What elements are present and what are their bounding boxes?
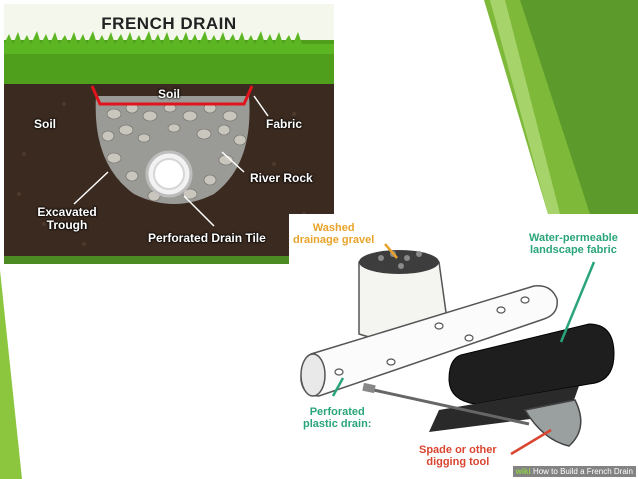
- label-digging-tool: Spade or other digging tool: [419, 444, 497, 468]
- label-perforated-drain: Perforated plastic drain:: [303, 406, 371, 430]
- supplies-illustration: Washed drainage gravel Water-permeable l…: [289, 214, 638, 479]
- pipe-end: [301, 354, 325, 396]
- left-green-wedge: [0, 270, 22, 479]
- diagram-title: FRENCH DRAIN: [4, 14, 334, 34]
- label-trough-line1: Excavated: [37, 205, 96, 219]
- label-excavated-trough: Excavated Trough: [34, 206, 100, 232]
- label-river-rock: River Rock: [250, 172, 313, 185]
- label-drain-tile: Perforated Drain Tile: [148, 232, 266, 245]
- label-gravel-line1: Washed: [313, 222, 355, 234]
- label-drain-line1: Perforated: [310, 406, 365, 418]
- label-gravel-line2: drainage gravel: [293, 234, 374, 246]
- label-washed-gravel: Washed drainage gravel: [293, 222, 374, 246]
- label-tool-line1: Spade or other: [419, 444, 497, 456]
- label-fabric-line2: landscape fabric: [530, 244, 617, 256]
- label-tool-line2: digging tool: [426, 456, 489, 468]
- label-drain-line2: plastic drain:: [303, 418, 371, 430]
- gravel-in-bag: [359, 250, 439, 274]
- label-soil-top: Soil: [158, 88, 180, 101]
- watermark: wiki How to Build a French Drain: [513, 466, 636, 477]
- label-landscape-fabric: Water-permeable landscape fabric: [529, 232, 618, 256]
- label-soil-left: Soil: [34, 118, 56, 131]
- label-trough-line2: Trough: [47, 218, 88, 232]
- watermark-text: How to Build a French Drain: [533, 467, 633, 476]
- french-drain-diagram: FRENCH DRAIN Soil Soil Fabric River Rock…: [4, 4, 334, 264]
- watermark-brand: wiki: [516, 467, 531, 476]
- label-fabric: Fabric: [266, 118, 302, 131]
- label-fabric-line1: Water-permeable: [529, 232, 618, 244]
- drain-pipe-inner: [154, 159, 184, 189]
- spade-grip: [362, 383, 375, 393]
